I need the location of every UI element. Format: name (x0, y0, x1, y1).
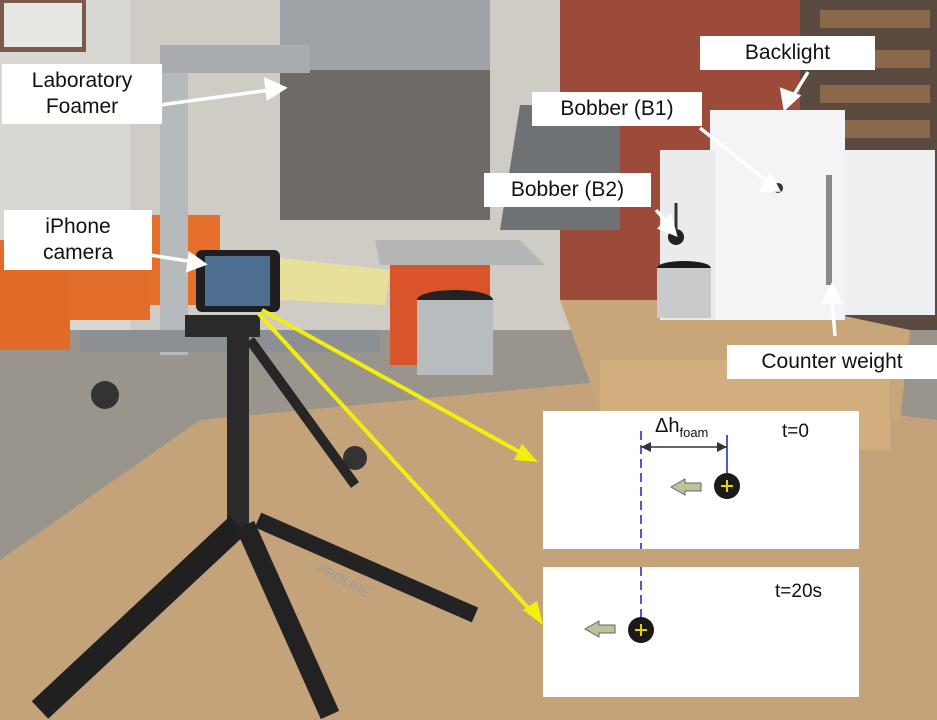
yellow-arrow-bottom (256, 311, 534, 614)
label-iphone-camera: iPhone camera (4, 210, 152, 270)
label-laboratory-foamer: Laboratory Foamer (2, 64, 162, 124)
inset-t0-panel: t=0 Δhfoam (543, 411, 859, 549)
yellow-arrow-top (261, 308, 526, 457)
delta-h-foam-label: Δhfoam (655, 415, 708, 440)
label-bobber-b1: Bobber (B1) (532, 92, 702, 126)
inset-t0-time-label: t=0 (782, 421, 809, 442)
label-backlight: Backlight (700, 36, 875, 70)
inset-t20-panel: t=20s (543, 567, 859, 697)
delta-h-subscript: foam (679, 425, 709, 440)
label-bobber-b2: Bobber (B2) (484, 173, 651, 207)
label-counter-weight: Counter weight (727, 345, 937, 379)
bobber-direction-arrow-icon (583, 620, 616, 638)
inset-t20-time-label: t=20s (775, 581, 823, 602)
bobber-direction-arrow-icon (669, 478, 702, 496)
inset-t0-graphic (640, 431, 740, 549)
inset-t20-graphic (583, 567, 654, 643)
delta-h-symbol: Δh (655, 415, 680, 437)
